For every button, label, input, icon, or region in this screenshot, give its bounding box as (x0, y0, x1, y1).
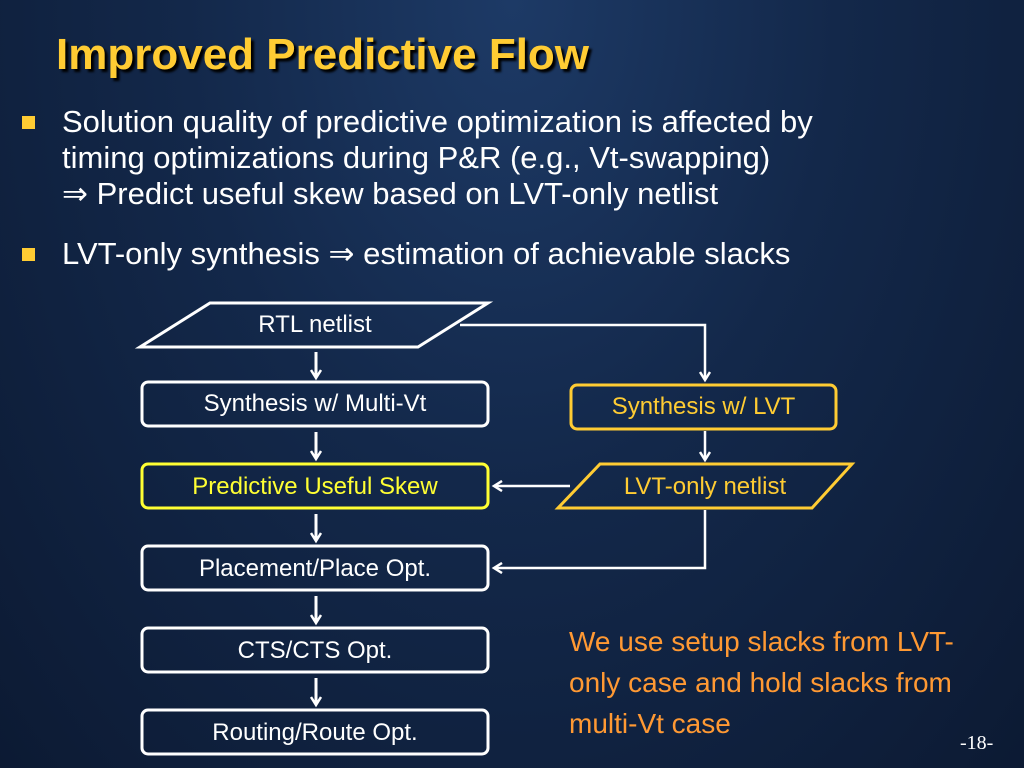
arrow-lvt-netlist-to-placement (494, 510, 707, 568)
bullet-1-line-1: Solution quality of predictive optimizat… (62, 104, 813, 139)
synthesis-lvt-node (569, 383, 838, 431)
rtl-netlist-label: RTL netlist (258, 311, 372, 338)
slide-title: Improved Predictive Flow (56, 30, 590, 79)
page-number: -18- (960, 732, 994, 754)
bullet-marker (22, 116, 35, 129)
cts-node (140, 626, 490, 674)
arrow-rtl-to-synthesis-lvt (460, 323, 705, 380)
lvt-only-netlist-node (554, 462, 856, 510)
lvt-only-netlist-label: LVT-only netlist (623, 473, 787, 500)
bullet-2-after: estimation of achievable slacks (354, 236, 791, 271)
bullet-2-line: LVT-only synthesis ⇒ estimation of achie… (62, 236, 1022, 272)
cts-label: CTS/CTS Opt. (237, 637, 393, 664)
bullet-2-text: LVT-only synthesis ⇒ estimation of achie… (62, 236, 1022, 272)
synthesis-multi-vt-node (140, 380, 490, 428)
bullet-1-text: Solution quality of predictive optimizat… (62, 104, 1022, 212)
slack-note: We use setup slacks from LVT-only case a… (569, 626, 954, 739)
rtl-netlist-node (134, 301, 494, 349)
synthesis-lvt-label: Synthesis w/ LVT (611, 393, 796, 420)
implies-arrow: ⇒ (62, 176, 88, 212)
synthesis-multi-vt-label: Synthesis w/ Multi-Vt (203, 390, 427, 417)
routing-node (140, 708, 490, 756)
bullet-1-line-2: timing optimizations during P&R (e.g., V… (62, 140, 771, 175)
predictive-useful-skew-node (140, 462, 490, 510)
bullet-2-before: LVT-only synthesis (62, 236, 329, 271)
bullet-1-conclusion: Predict useful skew based on LVT-only ne… (87, 176, 719, 211)
bullet-marker (22, 248, 35, 261)
implies-arrow: ⇒ (328, 236, 355, 272)
placement-node (140, 544, 490, 592)
placement-label: Placement/Place Opt. (198, 555, 432, 582)
predictive-useful-skew-label: Predictive Useful Skew (192, 473, 438, 500)
bullet-1-line-3: ⇒ Predict useful skew based on LVT-only … (62, 176, 1022, 212)
routing-label: Routing/Route Opt. (212, 719, 418, 746)
